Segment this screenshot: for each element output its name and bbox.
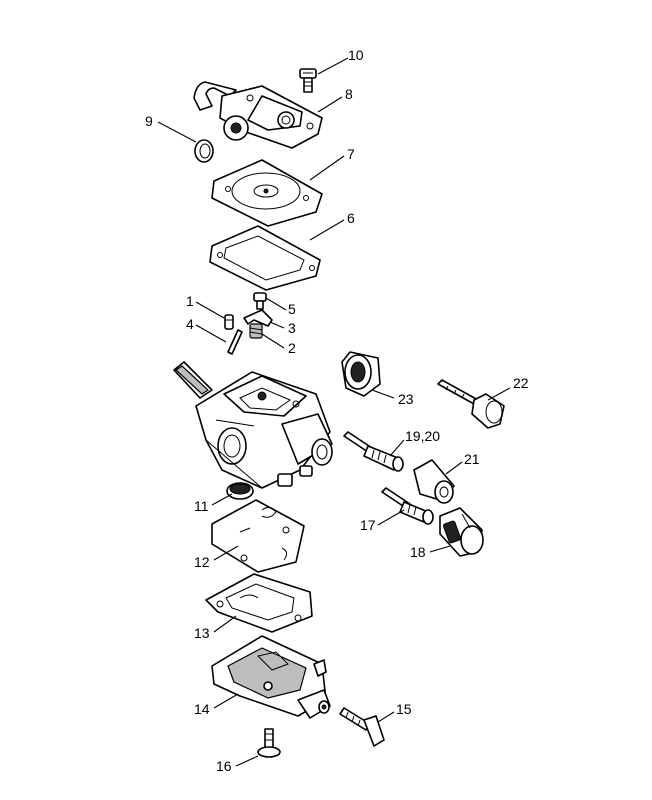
callout-18: 18 [410, 544, 426, 560]
part-strainer [226, 482, 254, 500]
callout-15: 15 [396, 701, 412, 717]
part-screw-top [299, 68, 317, 93]
callout-23: 23 [398, 391, 414, 407]
callout-10: 10 [348, 47, 364, 63]
callout-14: 14 [194, 701, 210, 717]
part-end-cover [211, 635, 331, 719]
callout-labels: 10 8 9 7 6 1 5 4 3 2 22 23 19,20 21 11 1… [145, 47, 529, 774]
part-pump-cover [193, 81, 323, 149]
callout-5: 5 [288, 301, 296, 317]
leader-lines [157, 57, 511, 767]
callout-13: 13 [194, 625, 210, 641]
callout-22: 22 [513, 375, 529, 391]
callout-3: 3 [288, 320, 296, 336]
part-gasket-lower [205, 573, 313, 633]
part-cap-ring [341, 351, 381, 397]
part-metering-diaphragm [211, 499, 305, 573]
part-gasket-upper [209, 225, 321, 291]
callout-19-20: 19,20 [405, 428, 440, 444]
callout-7: 7 [347, 146, 355, 162]
part-screw-bottom [257, 728, 281, 758]
part-adjust-screw-cap [437, 379, 505, 429]
part-limiter-cap-21 [413, 459, 455, 504]
callout-8: 8 [345, 86, 353, 102]
part-limiter-cap-18 [439, 507, 484, 557]
part-pump-diaphragm [211, 159, 323, 227]
callout-2: 2 [288, 340, 296, 356]
callout-21: 21 [464, 451, 480, 467]
part-adjust-screw-15 [339, 707, 385, 747]
callout-6: 6 [347, 210, 355, 226]
callout-12: 12 [194, 554, 210, 570]
callout-1: 1 [186, 293, 194, 309]
callout-4: 4 [186, 316, 194, 332]
callout-17: 17 [360, 517, 376, 533]
part-carburetor-body [173, 361, 333, 489]
part-small-pieces [224, 292, 273, 355]
part-needle-17 [381, 487, 434, 525]
part-needle-19-20 [343, 431, 404, 472]
part-o-ring [194, 139, 214, 163]
callout-9: 9 [145, 113, 153, 129]
callout-11: 11 [194, 498, 209, 514]
callout-16: 16 [216, 758, 232, 774]
part-spring [249, 323, 263, 339]
